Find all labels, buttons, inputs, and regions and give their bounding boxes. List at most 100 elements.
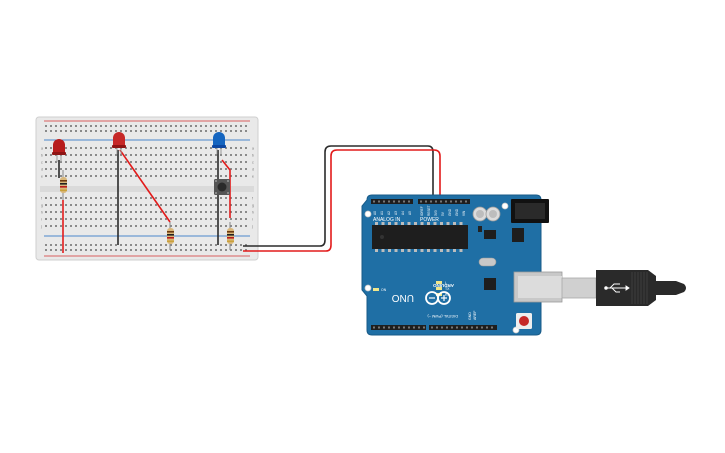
breadboard-hole[interactable] [230,249,232,251]
breadboard-hole[interactable] [205,211,207,213]
breadboard-hole[interactable] [45,175,47,177]
wire-red-right[interactable] [221,159,231,218]
breadboard-hole[interactable] [175,168,177,170]
breadboard-hole[interactable] [115,225,117,227]
breadboard-hole[interactable] [90,130,92,132]
breadboard-hole[interactable] [135,244,137,246]
breadboard-hole[interactable] [155,125,157,127]
breadboard-hole[interactable] [245,244,247,246]
breadboard-hole[interactable] [185,130,187,132]
breadboard-hole[interactable] [85,197,87,199]
breadboard-hole[interactable] [205,249,207,251]
breadboard-hole[interactable] [210,154,212,156]
breadboard-hole[interactable] [125,130,127,132]
breadboard-hole[interactable] [185,211,187,213]
breadboard-hole[interactable] [80,147,82,149]
breadboard-hole[interactable] [130,130,132,132]
breadboard-hole[interactable] [120,211,122,213]
breadboard-hole[interactable] [80,175,82,177]
breadboard-hole[interactable] [185,204,187,206]
breadboard-hole[interactable] [125,225,127,227]
breadboard-hole[interactable] [95,197,97,199]
breadboard-hole[interactable] [75,218,77,220]
breadboard-hole[interactable] [235,197,237,199]
breadboard-hole[interactable] [220,197,222,199]
breadboard-hole[interactable] [70,204,72,206]
breadboard-hole[interactable] [200,161,202,163]
breadboard-hole[interactable] [225,175,227,177]
breadboard-hole[interactable] [245,130,247,132]
breadboard-hole[interactable] [130,147,132,149]
breadboard-hole[interactable] [200,168,202,170]
breadboard-hole[interactable] [155,204,157,206]
breadboard-hole[interactable] [180,154,182,156]
breadboard-hole[interactable] [70,168,72,170]
breadboard-hole[interactable] [110,154,112,156]
breadboard-hole[interactable] [230,147,232,149]
breadboard-hole[interactable] [170,225,172,227]
breadboard-hole[interactable] [200,211,202,213]
breadboard-hole[interactable] [70,197,72,199]
power-jack[interactable] [511,199,549,223]
breadboard-hole[interactable] [50,244,52,246]
breadboard-hole[interactable] [135,161,137,163]
reset-button[interactable] [516,313,532,329]
breadboard-hole[interactable] [75,130,77,132]
breadboard-hole[interactable] [195,147,197,149]
breadboard-hole[interactable] [125,218,127,220]
breadboard-hole[interactable] [65,147,67,149]
breadboard-hole[interactable] [215,204,217,206]
breadboard-hole[interactable] [95,175,97,177]
breadboard-hole[interactable] [135,249,137,251]
breadboard-hole[interactable] [100,225,102,227]
breadboard-hole[interactable] [190,218,192,220]
breadboard-hole[interactable] [210,211,212,213]
breadboard-hole[interactable] [215,225,217,227]
breadboard-hole[interactable] [205,175,207,177]
breadboard-hole[interactable] [125,147,127,149]
breadboard-hole[interactable] [155,249,157,251]
breadboard-hole[interactable] [105,249,107,251]
breadboard-hole[interactable] [115,161,117,163]
breadboard-hole[interactable] [110,211,112,213]
breadboard-hole[interactable] [115,168,117,170]
breadboard-hole[interactable] [100,249,102,251]
breadboard-hole[interactable] [75,225,77,227]
breadboard-hole[interactable] [45,161,47,163]
breadboard-hole[interactable] [170,244,172,246]
breadboard-hole[interactable] [210,175,212,177]
analog-header-top[interactable] [371,199,413,204]
breadboard-hole[interactable] [65,125,67,127]
breadboard-hole[interactable] [45,218,47,220]
breadboard-hole[interactable] [65,244,67,246]
breadboard-hole[interactable] [230,197,232,199]
breadboard-hole[interactable] [115,197,117,199]
breadboard-hole[interactable] [210,161,212,163]
breadboard-hole[interactable] [120,197,122,199]
breadboard-hole[interactable] [240,211,242,213]
breadboard-hole[interactable] [160,218,162,220]
breadboard-holes[interactable] [45,125,247,251]
breadboard-hole[interactable] [175,175,177,177]
breadboard-hole[interactable] [160,175,162,177]
breadboard-hole[interactable] [230,204,232,206]
wire-black-gnd[interactable] [243,145,434,247]
breadboard-hole[interactable] [240,244,242,246]
wire-red-diagonal[interactable] [119,149,171,223]
breadboard-hole[interactable] [65,249,67,251]
breadboard-hole[interactable] [230,161,232,163]
breadboard-hole[interactable] [225,168,227,170]
breadboard-hole[interactable] [140,161,142,163]
breadboard-hole[interactable] [240,147,242,149]
breadboard-hole[interactable] [55,130,57,132]
breadboard-hole[interactable] [110,249,112,251]
breadboard-hole[interactable] [245,225,247,227]
breadboard-hole[interactable] [205,168,207,170]
breadboard-hole[interactable] [90,175,92,177]
breadboard-hole[interactable] [115,204,117,206]
breadboard-hole[interactable] [165,244,167,246]
breadboard-hole[interactable] [150,168,152,170]
breadboard-hole[interactable] [180,175,182,177]
breadboard-hole[interactable] [135,175,137,177]
breadboard-hole[interactable] [55,125,57,127]
